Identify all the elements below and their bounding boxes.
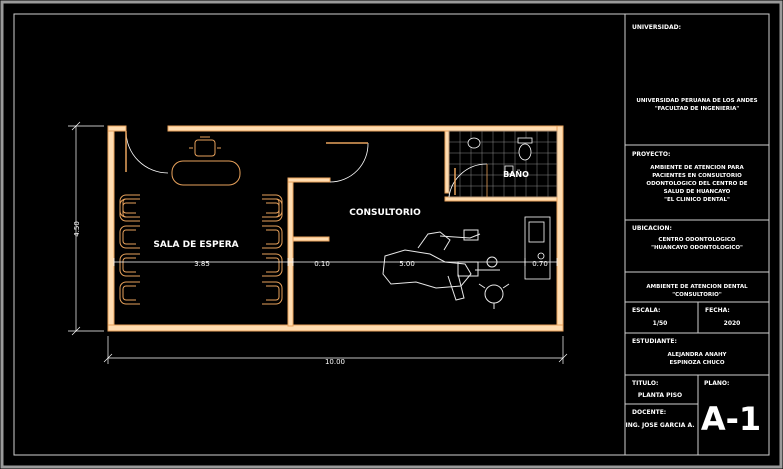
tb-scale-value: 1/50	[653, 320, 668, 327]
overall-dimension-lines	[68, 121, 568, 364]
dental-cabinet	[524, 216, 551, 280]
exterior-walls	[107, 125, 564, 332]
dim-total-width: 10.00	[325, 358, 345, 366]
waiting-chair-icon	[119, 281, 140, 305]
tb-student-line-1: ALEJANDRA ANAHY	[667, 352, 727, 358]
tb-project-label: PROYECTO:	[632, 151, 670, 158]
room-label-bath: BAÑO	[503, 169, 529, 179]
tb-project-text-3: ODONTOLOGICO DEL CENTRO DE	[646, 181, 747, 187]
waiting-chair-icon	[119, 253, 140, 277]
wall-right	[556, 125, 564, 332]
dim-total-height: 4.50	[73, 221, 81, 237]
floor-plan: SALA DE ESPERA CONSULTORIO BAÑO 3.85 0.1…	[68, 121, 568, 366]
desk-chair-icon	[194, 139, 216, 157]
tb-student-label: ESTUDIANTE:	[632, 338, 677, 345]
floor-drain-icon	[504, 165, 514, 175]
tb-sheet-label: TITULO:	[632, 380, 658, 387]
waiting-chair-icon	[119, 194, 140, 218]
tb-university-text-2: "FACULTAD DE INGENIERIA"	[655, 106, 740, 112]
waiting-chairs	[119, 194, 283, 305]
dim-corridor-width: 0.10	[314, 260, 330, 268]
tb-sheet-value: PLANTA PISO	[638, 392, 682, 399]
tb-project-text-1: AMBIENTE DE ATENCION PARA	[650, 165, 744, 171]
tb-teacher-label: DOCENTE:	[632, 409, 666, 416]
dim-cabinet-width: 0.70	[532, 260, 548, 268]
room-label-office: CONSULTORIO	[349, 208, 421, 218]
entrance-door	[125, 130, 169, 174]
desk-icon	[171, 160, 241, 186]
bathroom-floor-tiles	[448, 130, 558, 198]
tb-project-text-4: SALUD DE HUANCAYO	[664, 189, 731, 195]
toilet-bowl-icon	[518, 143, 532, 161]
wall-top-right	[167, 125, 564, 132]
reception-desk	[171, 136, 241, 186]
dim-waiting-width: 3.85	[194, 260, 210, 268]
tb-plate-label: PLANO:	[704, 380, 729, 387]
waiting-chair-icon	[262, 281, 283, 305]
office-door	[329, 142, 369, 183]
sheet-inner-frame	[13, 13, 770, 456]
waiting-chair-icon	[262, 194, 283, 218]
dental-chair-icon	[382, 229, 510, 309]
wall-partition-mid-stub	[292, 236, 330, 242]
tb-location-label: UBICACION:	[632, 225, 672, 232]
tb-location-text-2: "HUANCAYO ODONTOLOGICO"	[651, 245, 743, 251]
washbasin-icon	[467, 137, 481, 149]
wall-top-left	[107, 125, 127, 132]
wall-partition-waiting-office	[287, 177, 294, 327]
tb-university-label: UNIVERSIDAD:	[632, 24, 681, 31]
tb-student-line-2: ESPINOZA CHUCO	[669, 360, 724, 366]
tb-date-value: 2020	[724, 320, 741, 327]
wall-bath-bottom	[444, 196, 558, 202]
wall-bath-left	[444, 130, 450, 194]
tb-university-text-1: UNIVERSIDAD PERUANA DE LOS ANDES	[636, 98, 757, 104]
tb-project-text-5: "EL CLINICO DENTAL"	[664, 197, 730, 203]
waiting-chair-icon	[262, 225, 283, 249]
dim-office-width: 5.00	[399, 260, 415, 268]
tb-date-label: FECHA:	[705, 307, 730, 314]
tb-plate-value: A-1	[701, 400, 761, 438]
waiting-chair-icon	[119, 225, 140, 249]
tb-scale-label: ESCALA:	[632, 307, 660, 314]
tb-plan-title-1: AMBIENTE DE ATENCION DENTAL	[646, 284, 748, 290]
tb-project-text-2: PACIENTES EN CONSULTORIO	[652, 173, 742, 179]
interior-walls	[287, 130, 558, 327]
bath-fixtures	[467, 137, 533, 175]
tb-plan-title-2: "CONSULTORIO"	[672, 292, 722, 298]
room-label-waiting: SALA DE ESPERA	[153, 240, 238, 250]
wall-bottom	[107, 324, 564, 332]
bath-door	[448, 163, 488, 198]
tb-teacher-value: ING. JOSE GARCIA A.	[626, 422, 695, 429]
toilet-tank-icon	[517, 137, 533, 144]
wall-partition-top-stub	[287, 177, 331, 183]
wall-left	[107, 125, 115, 332]
waiting-chair-icon	[262, 253, 283, 277]
title-block: UNIVERSIDAD: UNIVERSIDAD PERUANA DE LOS …	[624, 14, 769, 455]
tb-location-text-1: CENTRO ODONTOLOGICO	[658, 237, 736, 243]
cabinet-icon	[524, 216, 551, 280]
interior-dimension-line	[113, 258, 558, 266]
